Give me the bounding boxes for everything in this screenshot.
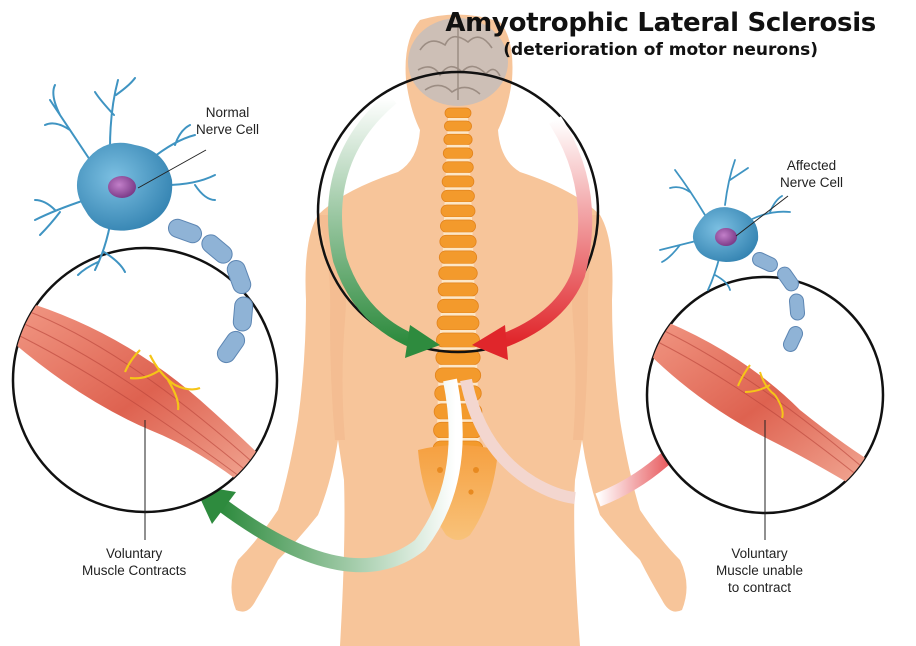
intervertebral-disc [445, 202, 472, 205]
vertebra [440, 235, 476, 248]
page-title: Amyotrophic Lateral Sclerosis [445, 8, 876, 38]
intervertebral-disc [446, 159, 469, 162]
page-subtitle: (deterioration of motor neurons) [445, 40, 876, 60]
vertebra [442, 176, 474, 187]
vertebra [443, 148, 472, 159]
voluntary-muscle-contracts-label: Voluntary Muscle Contracts [82, 545, 186, 579]
intervertebral-disc [447, 145, 469, 148]
voluntary-muscle-unable-label: Voluntary Muscle unable to contract [716, 545, 803, 596]
intervertebral-disc [442, 280, 475, 283]
vertebra [435, 368, 480, 383]
vertebra [439, 267, 478, 280]
intervertebral-disc [442, 264, 473, 267]
intervertebral-disc [448, 118, 468, 121]
vertebra [438, 299, 479, 313]
vertebra [438, 283, 478, 296]
vertebra [439, 251, 476, 264]
intervertebral-disc [446, 173, 471, 176]
title-block: Amyotrophic Lateral Sclerosis (deteriora… [445, 8, 876, 60]
vertebra [444, 134, 472, 145]
intervertebral-disc [443, 248, 473, 251]
intervertebral-disc [443, 232, 472, 235]
intervertebral-disc [445, 187, 471, 190]
intervertebral-disc [441, 313, 476, 316]
vertebra [444, 121, 471, 131]
intervertebral-disc [441, 296, 475, 299]
vertebra [443, 162, 474, 173]
normal-nerve-cell-label: Normal Nerve Cell [196, 104, 259, 138]
affected-nerve-cell-label: Affected Nerve Cell [780, 157, 843, 191]
vertebra [437, 316, 479, 330]
intervertebral-disc [440, 330, 476, 333]
intervertebral-disc [439, 365, 477, 368]
vertebra [440, 220, 475, 232]
vertebra [441, 205, 475, 217]
intervertebral-disc [439, 347, 476, 350]
intervertebral-disc [444, 217, 472, 220]
vertebra [442, 190, 475, 202]
vertebra [445, 108, 471, 118]
intervertebral-disc [447, 131, 468, 134]
